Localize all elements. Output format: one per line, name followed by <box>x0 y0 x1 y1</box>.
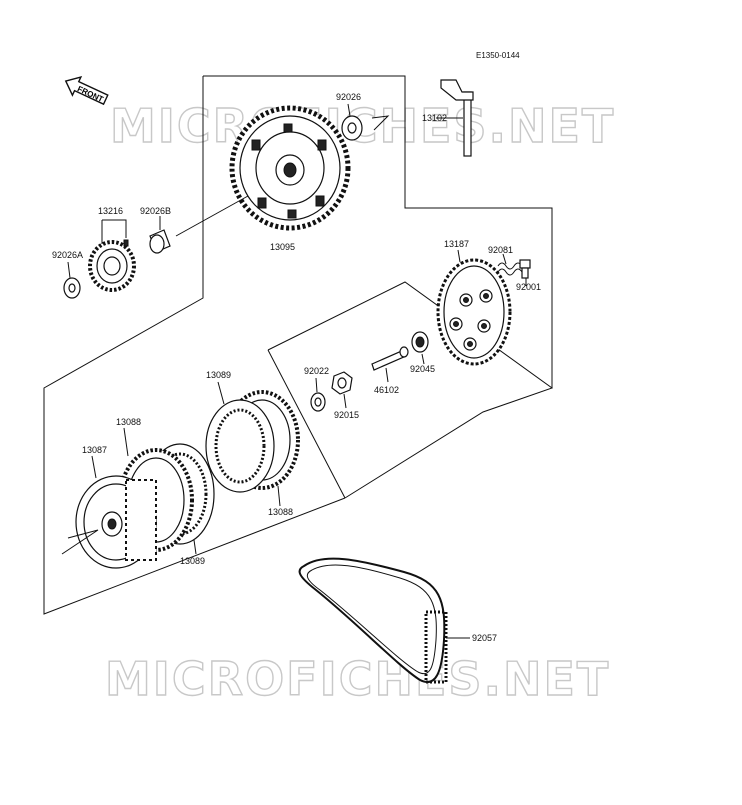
watermark-top: MICROFICHES.NET <box>110 99 615 153</box>
group-boundary-link <box>267 349 346 499</box>
part-92022-washer <box>310 377 326 412</box>
label-13088-lower: 13088 <box>268 507 293 517</box>
part-13102-lever <box>436 79 474 157</box>
label-92015: 92015 <box>334 410 359 420</box>
label-92001: 92001 <box>516 282 541 292</box>
label-46102: 46102 <box>374 385 399 395</box>
label-13088-upper: 13088 <box>116 417 141 427</box>
part-92045-bearing <box>411 331 429 365</box>
leader-hub-arrow <box>61 529 99 555</box>
part-92057-chain <box>298 557 470 684</box>
watermark-bottom: MICROFICHES.NET <box>105 652 610 706</box>
front-arrow-icon: FRONT <box>64 76 109 106</box>
label-13095: 13095 <box>270 242 295 252</box>
part-92001-bolt <box>519 259 531 286</box>
label-92081: 92081 <box>488 245 513 255</box>
part-92026A-washer <box>63 261 81 299</box>
label-13089-upper: 13089 <box>206 370 231 380</box>
leader-shaft <box>175 195 249 237</box>
part-92015-nut <box>331 371 353 409</box>
diagram-code: E1350-0144 <box>476 51 520 60</box>
label-92057: 92057 <box>472 633 497 643</box>
leader-13088b <box>277 485 281 507</box>
part-92081-spring <box>497 253 523 276</box>
part-13087-clutch-hub <box>75 475 157 569</box>
label-13102: 13102 <box>422 113 447 123</box>
group-boundary-inner <box>267 281 554 499</box>
label-92026: 92026 <box>336 92 361 102</box>
label-92022: 92022 <box>304 366 329 376</box>
label-13087: 13087 <box>82 445 107 455</box>
part-46102-push-rod <box>371 346 409 383</box>
group-boundary-upper <box>203 75 553 388</box>
label-92045: 92045 <box>410 364 435 374</box>
leader-13087 <box>91 455 97 479</box>
leader-13088a <box>123 427 129 457</box>
label-92026A: 92026A <box>52 250 83 260</box>
part-13187-pressure-plate <box>436 249 512 366</box>
leader-13089b <box>193 539 197 555</box>
part-13095-clutch-housing <box>229 105 351 231</box>
label-13216: 13216 <box>98 206 123 216</box>
label-13089-lower: 13089 <box>180 556 205 566</box>
part-92026B-collar <box>149 216 171 254</box>
label-92026B: 92026B <box>140 206 171 216</box>
leader-13089a <box>217 381 225 405</box>
part-13089-friction-plate-rear <box>205 399 275 493</box>
label-13187: 13187 <box>444 239 469 249</box>
group-boundary-left <box>43 76 346 615</box>
part-92026-washer <box>341 103 390 141</box>
part-13216-sprocket <box>88 219 136 292</box>
